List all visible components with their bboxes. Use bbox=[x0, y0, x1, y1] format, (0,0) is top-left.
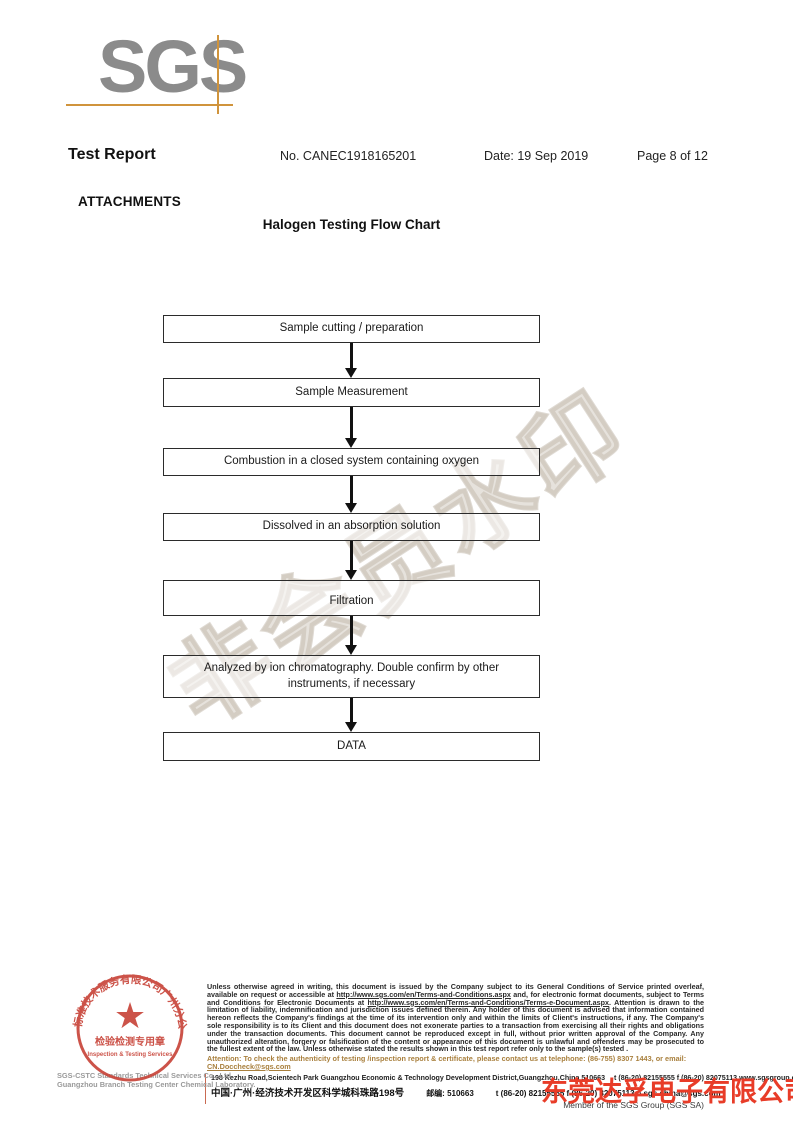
attention-text: Attention: To check the authenticity of … bbox=[207, 1054, 687, 1063]
address-en-text: 198 Kezhu Road,Scientech Park Guangzhou … bbox=[211, 1074, 606, 1082]
attention-note: Attention: To check the authenticity of … bbox=[207, 1055, 704, 1071]
flow-arrow-line bbox=[350, 541, 353, 571]
report-date: Date: 19 Sep 2019 bbox=[484, 149, 589, 163]
flow-arrow-line bbox=[350, 407, 353, 439]
flow-step: Sample cutting / preparation bbox=[163, 315, 540, 343]
flow-arrow-icon bbox=[345, 438, 357, 448]
legal-text: Unless otherwise agreed in writing, this… bbox=[207, 982, 704, 999]
sgs-logo: SGS bbox=[98, 25, 248, 108]
address-cn-text: 中国·广州·经济技术开发区科学城科珠路198号 bbox=[211, 1088, 405, 1099]
contact-cn-text: t (86-20) 82155555 f (86-20) 82075113 e … bbox=[495, 1089, 721, 1098]
logo-horizontal-line bbox=[66, 104, 233, 106]
branch-company-line2: Guangzhou Branch Testing Center Chemical… bbox=[57, 1080, 256, 1089]
flow-arrow-icon bbox=[345, 570, 357, 580]
flow-step: Analyzed by ion chromatography. Double c… bbox=[163, 655, 540, 698]
doccheck-email: CN.Doccheck@sgs.com bbox=[207, 1061, 291, 1071]
legal-text: . Attention is drawn to the limitation o… bbox=[207, 997, 704, 1054]
flow-arrow-line bbox=[350, 343, 353, 369]
flow-arrow-icon bbox=[345, 368, 357, 378]
flow-arrow-line bbox=[350, 616, 353, 646]
address-divider bbox=[205, 1074, 206, 1104]
page-title: Test Report bbox=[68, 146, 156, 163]
stamp-line2: Inspection & Testing Services bbox=[88, 1052, 174, 1058]
flow-arrow-line bbox=[350, 698, 353, 723]
flow-arrow-icon bbox=[345, 645, 357, 655]
branch-company-lines: SGS-CSTC Standards Technical Services Co… bbox=[57, 1071, 255, 1089]
report-number: No. CANEC1918165201 bbox=[280, 149, 417, 163]
flow-step: Sample Measurement bbox=[163, 378, 540, 407]
flow-step: DATA bbox=[163, 732, 540, 761]
inspection-stamp-icon: 标准技术服务有限公司广州分公司 ★ 检验检测专用章 Inspection & T… bbox=[66, 966, 188, 1082]
stamp-line1: 检验检测专用章 bbox=[95, 1035, 165, 1048]
terms-url: http://www.sgs.com/en/Terms-and-Conditio… bbox=[367, 997, 610, 1007]
page-number: Page 8 of 12 bbox=[637, 149, 708, 163]
logo-vertical-line bbox=[217, 35, 219, 114]
flow-step: Filtration bbox=[163, 580, 540, 616]
branch-company-line1: SGS-CSTC Standards Technical Services Co… bbox=[57, 1071, 234, 1080]
company-overlay-text: 东莞达孚电子有限公司 bbox=[541, 1077, 793, 1107]
flow-arrow-line bbox=[350, 476, 353, 504]
flow-step: Dissolved in an absorption solution bbox=[163, 513, 540, 541]
terms-url: http://www.sgs.com/en/Terms-and-Conditio… bbox=[336, 989, 511, 999]
flow-arrow-icon bbox=[345, 503, 357, 513]
address-line-en: 198 Kezhu Road,Scientech Park Guangzhou … bbox=[211, 1074, 793, 1082]
flow-step: Combustion in a closed system containing… bbox=[163, 448, 540, 476]
postal-cn-text: 邮编: 510663 bbox=[426, 1089, 474, 1098]
address-line-cn: 中国·广州·经济技术开发区科学城科珠路198号 邮编: 510663 t (86-2… bbox=[211, 1085, 786, 1099]
stamp-star-icon: ★ bbox=[114, 995, 146, 1036]
member-line: Member of the SGS Group (SGS SA) bbox=[563, 1100, 704, 1110]
legal-text: and, for electronic format documents, su… bbox=[207, 989, 704, 1007]
contact-en-text: t (86-20) 82155555 f (86-20) 82075113 ww… bbox=[614, 1074, 793, 1082]
attachments-heading: ATTACHMENTS bbox=[78, 194, 181, 209]
legal-disclaimer: Unless otherwise agreed in writing, this… bbox=[207, 983, 704, 1053]
flow-arrow-icon bbox=[345, 722, 357, 732]
flowchart-title: Halogen Testing Flow Chart bbox=[262, 217, 441, 232]
